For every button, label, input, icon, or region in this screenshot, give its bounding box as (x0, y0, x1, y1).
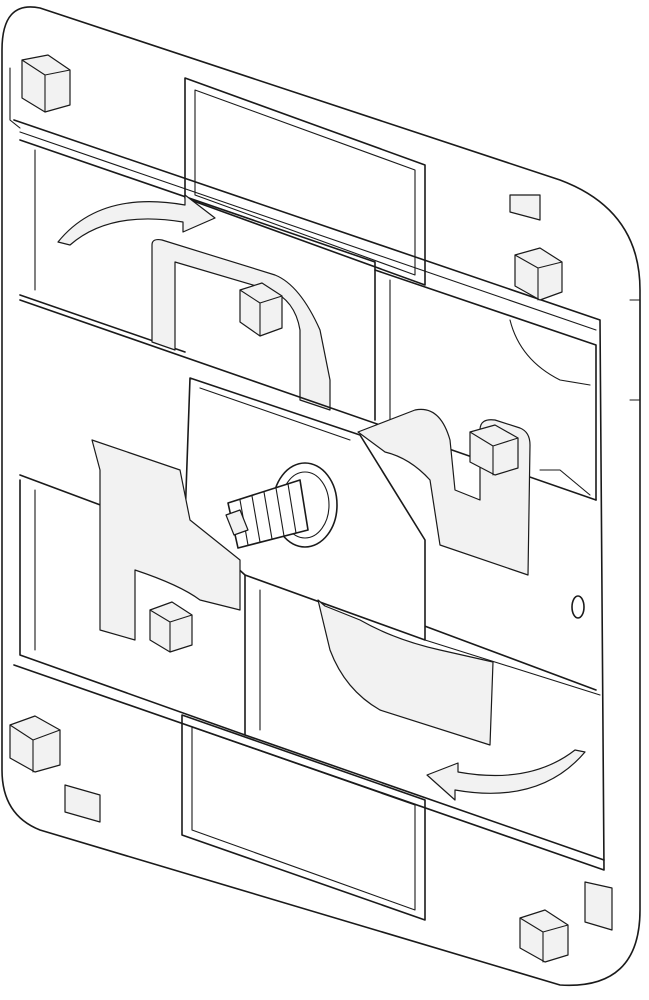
top-recess (184, 77, 426, 286)
corner-boss-bottom-right (519, 881, 613, 963)
lower-left-pocket (19, 439, 246, 736)
rotation-arrow-lower-icon (426, 749, 586, 801)
corner-boss-bottom-left (9, 715, 101, 823)
corner-boss-top-left (9, 54, 71, 129)
locating-tab-upper (239, 282, 283, 337)
center-screw (225, 462, 338, 549)
rotation-arrow-upper-icon (57, 194, 216, 246)
bottom-recess (181, 714, 426, 921)
corner-boss-top-right (509, 194, 563, 301)
side-hole (571, 595, 585, 619)
locating-tab-right (469, 424, 519, 476)
locating-tab-lower (149, 601, 193, 653)
lower-right-pocket (244, 574, 605, 861)
